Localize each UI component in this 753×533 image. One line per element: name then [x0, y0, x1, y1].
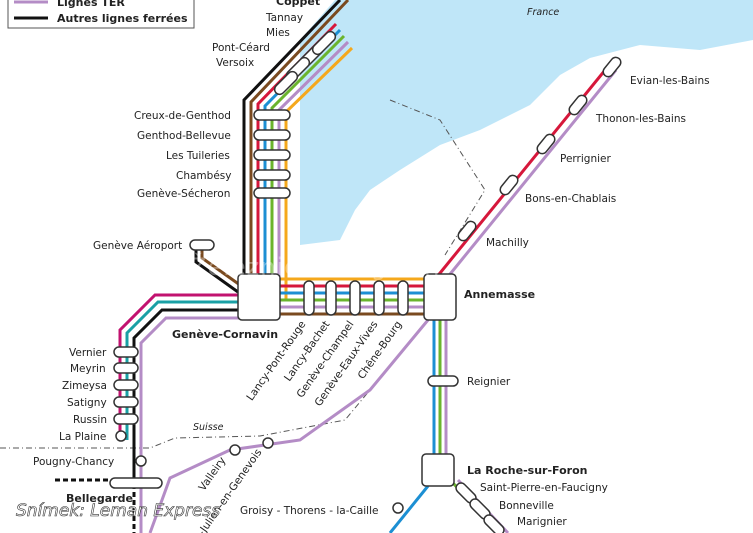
line-aeroport-2	[194, 250, 239, 294]
station-versoix: Versoix	[216, 57, 254, 69]
hub-box-cornavin[interactable]	[237, 273, 281, 321]
hub-box-roche[interactable]	[421, 453, 455, 487]
station-vallery: Valleiry	[197, 455, 229, 493]
station-creux: Creux-de-Genthod	[134, 110, 231, 122]
station-groisy: Groisy - Thorens - la-Caille	[240, 505, 378, 517]
station-pont-ceard: Pont-Céard	[212, 42, 270, 54]
station-pougny: Pougny-Chancy	[33, 456, 114, 468]
station-aeroport: Genève Aéroport	[93, 240, 182, 252]
station-meyrin: Meyrin	[70, 363, 106, 375]
hub-annemasse: Annemasse	[464, 288, 535, 301]
station-la-plaine: La Plaine	[59, 431, 106, 443]
station-zimeysa: Zimeysa	[62, 380, 107, 392]
station-st-pierre: Saint-Pierre-en-Faucigny	[480, 482, 608, 494]
station-vernier: Vernier	[69, 347, 107, 359]
country-border	[0, 99, 486, 449]
station-secheron: Genève-Sécheron	[137, 188, 230, 200]
watermark: Železniční magazín	[190, 252, 440, 281]
line-roche	[432, 318, 448, 462]
station-russin: Russin	[73, 414, 107, 426]
hub-box-bellegarde[interactable]	[109, 477, 163, 489]
station-tannay: Tannay	[265, 12, 303, 24]
station-thonon: Thonon-les-Bains	[595, 113, 686, 125]
station-genthod: Genthod-Bellevue	[137, 130, 231, 142]
station-mies: Mies	[266, 27, 290, 39]
station-tuileries: Les Tuileries	[166, 150, 230, 162]
station-bonneville: Bonneville	[499, 500, 554, 512]
station-marignier: Marignier	[517, 516, 567, 528]
region-suisse: Suisse	[193, 422, 224, 433]
station-coppet: Coppet	[276, 0, 320, 8]
photo-credit: Snímek: Leman Express	[16, 501, 220, 521]
station-machilly: Machilly	[486, 237, 529, 249]
station-perrignier: Perrignier	[560, 153, 611, 165]
lake-geneva	[300, 0, 753, 245]
station-satigny: Satigny	[67, 397, 107, 409]
hub-bellegarde: Bellegarde	[66, 492, 133, 505]
station-markers	[113, 30, 622, 533]
station-evian: Evian-les-Bains	[630, 75, 710, 87]
legend-rail-label: Autres lignes ferrées	[57, 12, 188, 25]
station-chambesy: Chambésy	[176, 170, 231, 182]
station-reignier: Reignier	[467, 376, 511, 388]
region-france: France	[527, 7, 559, 18]
hub-cornavin: Genève-Cornavin	[172, 328, 278, 341]
legend-ter-label: Lignes TER	[57, 0, 125, 9]
legend: Lignes TER Autres lignes ferrées	[7, 0, 195, 29]
station-bons: Bons-en-Chablais	[525, 193, 616, 205]
hub-roche: La Roche-sur-Foron	[467, 464, 587, 477]
hub-box-annemasse[interactable]	[423, 273, 457, 321]
